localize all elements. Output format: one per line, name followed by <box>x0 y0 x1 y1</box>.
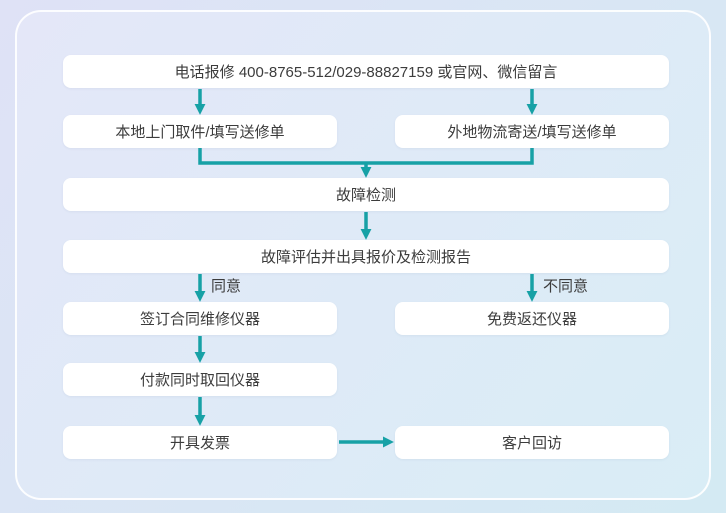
node-phone-report: 电话报修 400-8765-512/029-88827159 或官网、微信留言 <box>63 55 669 88</box>
node-remote-shipping: 外地物流寄送/填写送修单 <box>395 115 669 148</box>
node-free-return: 免费返还仪器 <box>395 302 669 335</box>
node-assessment-quote: 故障评估并出具报价及检测报告 <box>63 240 669 273</box>
node-pay-retrieve: 付款同时取回仪器 <box>63 363 337 396</box>
node-issue-invoice: 开具发票 <box>63 426 337 459</box>
node-fault-detection: 故障检测 <box>63 178 669 211</box>
branch-label-agree: 同意 <box>211 278 242 295</box>
branch-label-disagree: 不同意 <box>543 278 589 295</box>
node-customer-followup: 客户回访 <box>395 426 669 459</box>
node-local-pickup: 本地上门取件/填写送修单 <box>63 115 337 148</box>
node-sign-contract: 签订合同维修仪器 <box>63 302 337 335</box>
